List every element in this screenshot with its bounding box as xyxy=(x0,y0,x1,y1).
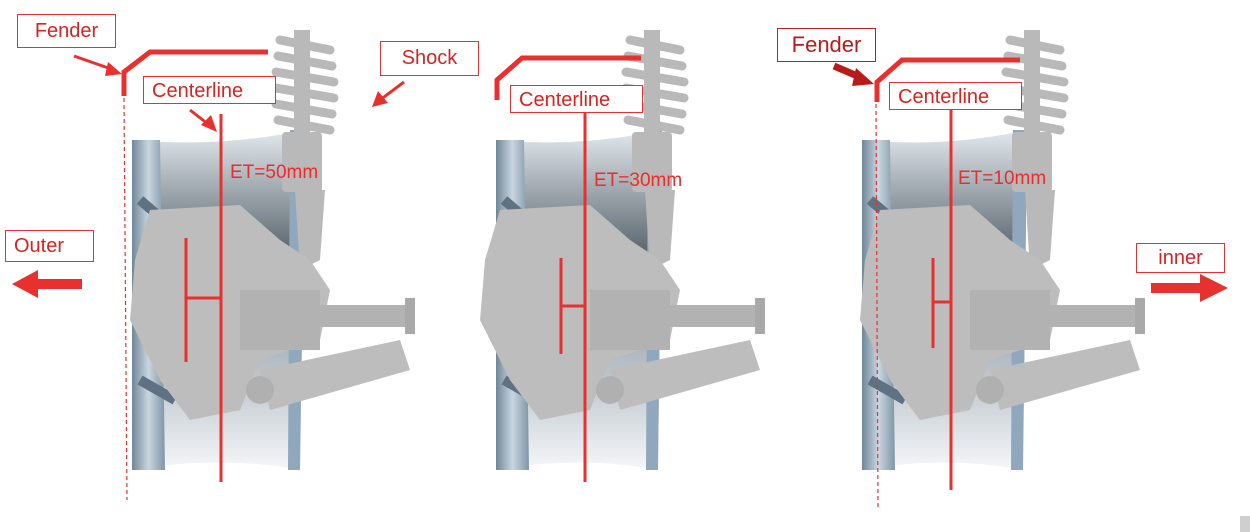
fender-label: Fender xyxy=(17,14,116,48)
fender-pointer-arrow xyxy=(832,62,874,86)
fender-line xyxy=(494,55,641,100)
offset-bracket xyxy=(931,258,951,348)
centerline-label: Centerline xyxy=(889,82,1022,110)
offset-bracket xyxy=(184,238,221,362)
fender-label: Fender xyxy=(777,28,876,62)
shock-pointer-arrow xyxy=(372,80,405,107)
fender-reference-line xyxy=(123,97,128,501)
fender-line xyxy=(874,57,1020,102)
outer-direction-arrow xyxy=(12,270,82,298)
panel-et50 xyxy=(12,30,415,501)
centerline-label: Centerline xyxy=(143,76,276,104)
offset-value-label: ET=50mm xyxy=(230,162,319,183)
fender-line xyxy=(121,49,268,96)
fender-pointer-arrow xyxy=(73,54,122,76)
fender-reference-line xyxy=(875,103,879,509)
shock-label: Shock xyxy=(380,41,479,76)
panel-et10 xyxy=(832,30,1228,509)
outer-label: Outer xyxy=(5,230,94,262)
panel-et30 xyxy=(480,30,765,482)
offset-value-label: ET=30mm xyxy=(594,170,683,191)
corner-mark xyxy=(1240,516,1250,532)
centerline-label: Centerline xyxy=(510,85,643,113)
offset-bracket xyxy=(559,258,585,354)
centerline-pointer-arrow xyxy=(189,108,217,132)
offset-value-label: ET=10mm xyxy=(958,168,1047,189)
inner-direction-arrow xyxy=(1151,274,1228,302)
inner-label: inner xyxy=(1136,243,1225,273)
